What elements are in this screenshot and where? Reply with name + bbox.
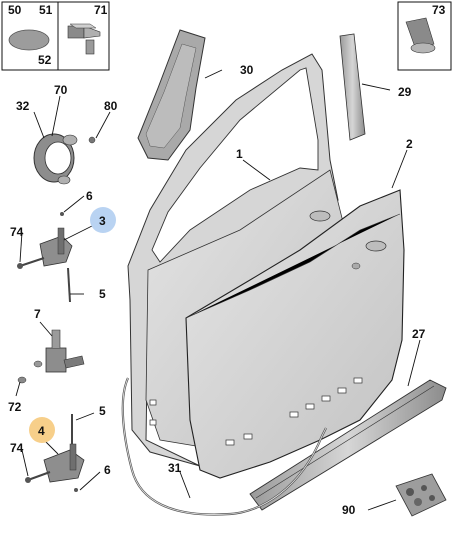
label-90: 90 (342, 503, 356, 517)
highlight-bubble-4 (29, 417, 55, 443)
label-31: 31 (168, 461, 182, 475)
label-30: 30 (240, 63, 254, 77)
leader-lines (15, 69, 421, 511)
rivet-nut-icon (405, 17, 436, 54)
label-5b: 5 (99, 404, 106, 418)
label-72: 72 (8, 400, 22, 414)
door-check-part (33, 329, 85, 373)
label-80: 80 (104, 99, 118, 113)
label-50: 50 (8, 3, 22, 17)
label-27: 27 (412, 327, 426, 341)
label-51: 51 (39, 3, 53, 17)
label-52: 52 (38, 53, 52, 67)
label-1: 1 (236, 147, 243, 161)
speaker-ring-part (33, 133, 78, 185)
lower-hinge-part (25, 443, 85, 483)
label-6a: 6 (86, 189, 93, 203)
label-74a: 74 (10, 225, 24, 239)
nut-icon (17, 376, 27, 384)
label-5a: 5 (99, 287, 106, 301)
label-6b: 6 (104, 463, 111, 477)
hinge-pin-upper (67, 267, 71, 303)
label-74b: 74 (10, 441, 24, 455)
label-29: 29 (398, 85, 412, 99)
clip-small-icon (88, 136, 96, 144)
lower-door-moulding (249, 379, 447, 511)
clip-fastener-icon (67, 23, 101, 55)
upper-hinge-part (17, 227, 73, 269)
outer-door-panel (185, 189, 405, 479)
label-4: 4 (38, 424, 45, 438)
label-7: 7 (34, 307, 41, 321)
label-70: 70 (54, 83, 68, 97)
label-73: 73 (432, 3, 446, 17)
label-71: 71 (94, 3, 108, 17)
fastener-kit-part (395, 473, 447, 517)
label-32: 32 (16, 99, 30, 113)
plug-cap-icon (8, 29, 50, 51)
label-2: 2 (406, 137, 413, 151)
pillar-trim (339, 33, 366, 141)
highlight-bubble-3 (90, 207, 116, 233)
door-bottom-holes (149, 377, 363, 446)
label-3: 3 (99, 214, 106, 228)
